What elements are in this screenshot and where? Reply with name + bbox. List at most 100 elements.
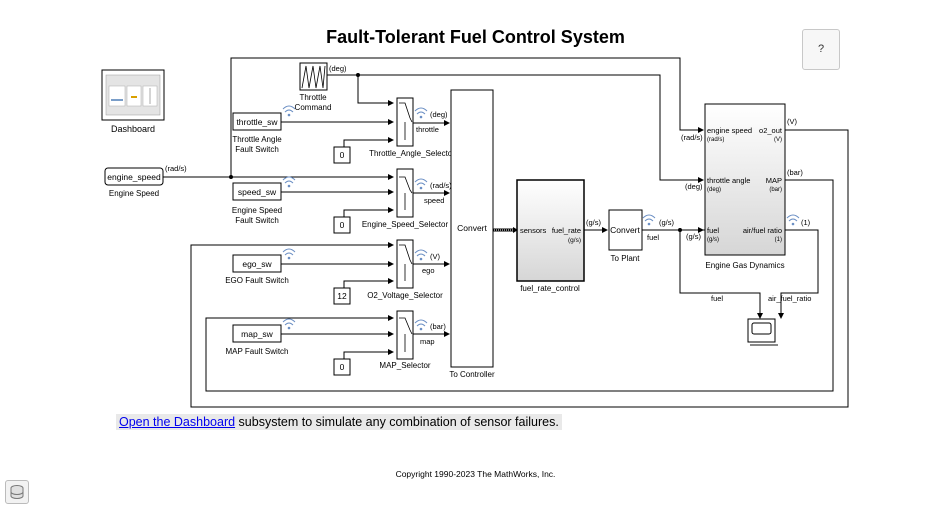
diagram-title: Fault-Tolerant Fuel Control System xyxy=(326,27,625,47)
signal-unit-speed: (rad/s) xyxy=(430,181,452,190)
constant-value: 0 xyxy=(340,362,345,372)
signal-unit-ego: (V) xyxy=(430,252,441,261)
engine-speed-selector[interactable]: Engine_Speed_Selector xyxy=(362,168,449,229)
signal-name-speed: speed xyxy=(424,196,444,205)
throttle-sw-caption: Throttle Angle xyxy=(232,135,282,144)
egd-port-afr: air/fuel ratio xyxy=(743,226,782,235)
egd-port-map: MAP xyxy=(766,176,782,185)
help-button[interactable]: ? xyxy=(802,29,840,70)
map-sw-caption: MAP Fault Switch xyxy=(226,347,289,356)
wireless-icons xyxy=(282,105,800,331)
throttle-command-label-2: Command xyxy=(295,103,332,112)
fuel-rate-port-unit: (g/s) xyxy=(568,237,581,244)
egd-port-throttle-angle-unit: (deg) xyxy=(707,187,721,193)
sensors-port-label: sensors xyxy=(520,226,547,235)
junction-dots xyxy=(229,73,682,232)
o2-selector-label: O2_Voltage_Selector xyxy=(367,291,443,300)
wireless-icon xyxy=(282,105,296,117)
copyright: Copyright 1990-2023 The MathWorks, Inc. xyxy=(395,469,556,479)
scope-afr-label: air_fuel_ratio xyxy=(768,294,811,303)
to-controller-block[interactable]: Convert To Controller xyxy=(449,89,495,379)
signal-name-map: map xyxy=(420,337,435,346)
wireless-icon xyxy=(642,214,656,226)
constant-block[interactable]: 0 xyxy=(333,146,351,164)
to-controller-convert-label: Convert xyxy=(457,223,487,233)
to-plant-block[interactable]: Convert To Plant fuel (g/s) xyxy=(608,209,675,263)
dashboard-note: Open the Dashboard subsystem to simulate… xyxy=(116,414,562,430)
egd-port-engine-speed: engine speed xyxy=(707,126,752,135)
scope-fuel-label: fuel xyxy=(711,294,723,303)
speed-sw-caption-2: Fault Switch xyxy=(235,216,279,225)
egd-port-o2-out-unit: (V) xyxy=(774,137,782,143)
constant-block[interactable]: 0 xyxy=(333,216,351,234)
bus-line xyxy=(493,227,518,233)
constant-value: 0 xyxy=(340,220,345,230)
egd-port-map-unit: (bar) xyxy=(769,187,782,193)
egd-port-o2-out: o2_out xyxy=(759,126,783,135)
egd-port-fuel: fuel xyxy=(707,226,719,235)
throttle-angle-selector[interactable]: Throttle_Angle_Selector xyxy=(369,97,455,158)
throttle-command-block[interactable]: Throttle Command (deg) xyxy=(295,62,347,112)
signal-name-ego: ego xyxy=(422,266,435,275)
engine-gas-dynamics-block[interactable]: engine speed (rad/s) throttle angle (deg… xyxy=(704,103,786,270)
engine-gas-dynamics-label: Engine Gas Dynamics xyxy=(705,261,784,270)
dashboard-label: Dashboard xyxy=(111,124,155,134)
engine-speed-unit: (rad/s) xyxy=(165,164,187,173)
wireless-icon xyxy=(282,176,296,188)
ego-sw-caption: EGO Fault Switch xyxy=(225,276,289,285)
engine-speed-caption: Engine Speed xyxy=(109,189,159,198)
constant-block[interactable]: 0 xyxy=(333,358,351,376)
database-icon[interactable] xyxy=(5,480,29,504)
afr-line-unit: (1) xyxy=(801,218,811,227)
to-plant-signal-name: fuel xyxy=(647,233,659,242)
map-sw-label: map_sw xyxy=(241,329,274,339)
to-plant-label: To Plant xyxy=(611,254,641,263)
signal-unit-throttle: (deg) xyxy=(430,110,448,119)
note-text: subsystem to simulate any combination of… xyxy=(235,415,559,429)
scope-block[interactable] xyxy=(747,318,778,346)
wireless-icon xyxy=(282,318,296,330)
plant-signal-labels: (rad/s) (deg) (g/s) (V) (bar) (1) fuel a… xyxy=(681,117,811,303)
database-icon-graphic xyxy=(10,485,24,499)
egd-port-fuel-unit: (g/s) xyxy=(707,237,719,243)
speed-selector-label: Engine_Speed_Selector xyxy=(362,220,449,229)
signal-name-throttle: throttle xyxy=(416,125,439,134)
egd-port-afr-unit: (1) xyxy=(775,237,782,243)
engine-speed-inport-label: engine_speed xyxy=(107,172,161,182)
wireless-icon xyxy=(414,319,428,331)
throttle-sw-label: throttle_sw xyxy=(236,117,278,127)
to-controller-label: To Controller xyxy=(449,370,495,379)
fuel-line-unit: (g/s) xyxy=(686,232,702,241)
o2-line-unit: (V) xyxy=(787,117,798,126)
throttle-fault-switch[interactable]: throttle_sw Throttle Angle Fault Switch xyxy=(232,112,282,154)
open-dashboard-link[interactable]: Open the Dashboard xyxy=(119,415,236,429)
map-selector[interactable]: MAP_Selector xyxy=(379,310,431,370)
wireless-icon xyxy=(786,214,800,226)
dashboard-block[interactable]: Dashboard xyxy=(101,69,165,134)
o2-voltage-selector[interactable]: O2_Voltage_Selector xyxy=(367,239,443,300)
map-selector-label: MAP_Selector xyxy=(379,361,430,370)
wireless-icon xyxy=(414,249,428,261)
fuel-rate-port-label: fuel_rate xyxy=(552,226,581,235)
throttle-line-unit: (deg) xyxy=(685,182,703,191)
speed-line-unit: (rad/s) xyxy=(681,133,703,142)
egd-port-throttle-angle: throttle angle xyxy=(707,176,750,185)
ego-fault-switch[interactable]: ego_sw EGO Fault Switch xyxy=(225,254,289,285)
constant-block[interactable]: 12 xyxy=(333,287,351,305)
to-plant-signal-unit: (g/s) xyxy=(659,218,675,227)
speed-sw-caption: Engine Speed xyxy=(232,206,282,215)
fuel-rate-signal-unit: (g/s) xyxy=(586,218,602,227)
to-plant-convert-label: Convert xyxy=(610,225,640,235)
wireless-icon xyxy=(414,107,428,119)
speed-sw-label: speed_sw xyxy=(238,187,277,197)
throttle-selector-label: Throttle_Angle_Selector xyxy=(369,149,455,158)
wireless-icon xyxy=(282,248,296,260)
engine-speed-inport[interactable]: engine_speed Engine Speed (rad/s) xyxy=(104,164,187,198)
fuel-rate-control-block[interactable]: sensors fuel_rate (g/s) fuel_rate_contro… xyxy=(516,179,602,293)
throttle-command-unit: (deg) xyxy=(329,64,347,73)
map-fault-switch[interactable]: map_sw MAP Fault Switch xyxy=(226,324,289,356)
ego-sw-label: ego_sw xyxy=(242,259,272,269)
speed-fault-switch[interactable]: speed_sw Engine Speed Fault Switch xyxy=(232,182,282,225)
signal-unit-map: (bar) xyxy=(430,322,446,331)
